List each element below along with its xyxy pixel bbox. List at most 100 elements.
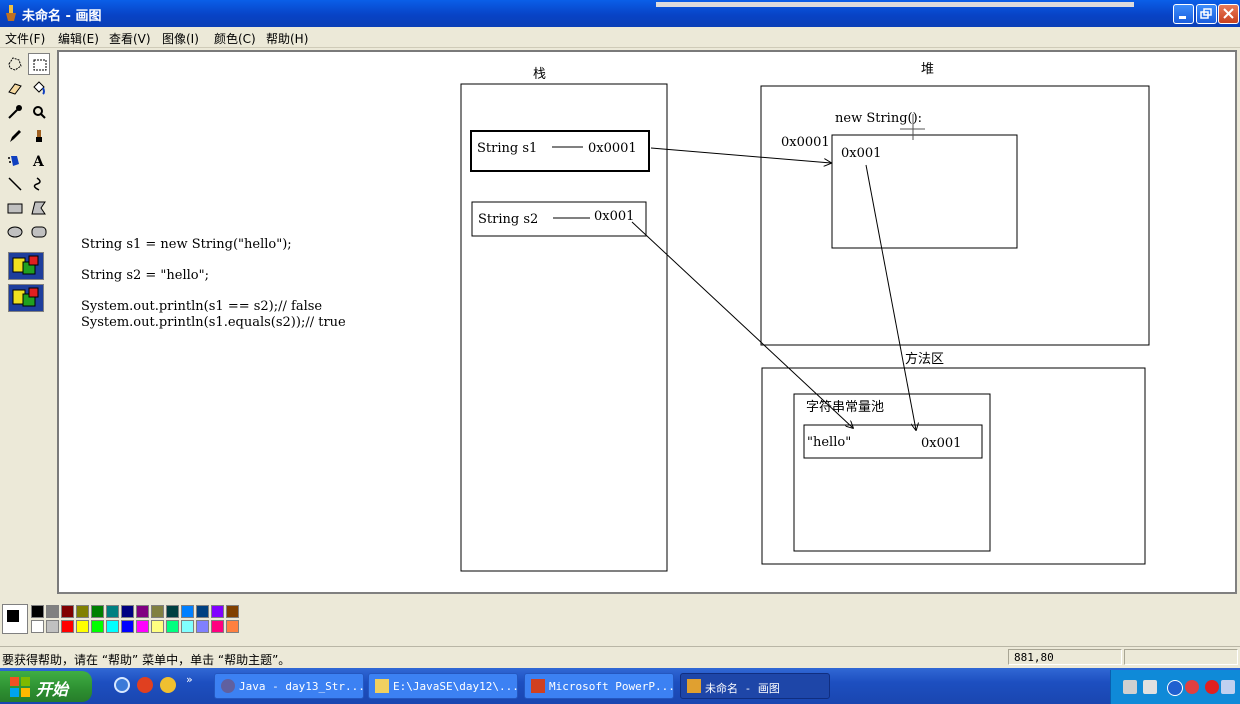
color-swatch[interactable] (61, 620, 74, 633)
tray-app-icon[interactable] (1185, 680, 1199, 694)
color-swatch[interactable] (76, 620, 89, 633)
fill-bucket-icon (33, 81, 45, 95)
tool-pencil[interactable] (4, 125, 26, 147)
tool-free-select[interactable] (4, 53, 26, 75)
tool-magnifier[interactable] (28, 101, 50, 123)
task-powerpoint[interactable]: Microsoft PowerP... (524, 673, 674, 699)
tool-rounded-rectangle[interactable] (28, 221, 50, 243)
shape-fill-style-icon (12, 255, 39, 275)
quicklaunch-more-icon[interactable]: » (186, 673, 193, 686)
show-desktop-icon[interactable] (114, 677, 130, 693)
arrow-s2-to-pool (631, 221, 853, 428)
color-swatch[interactable] (181, 605, 194, 618)
pencil-icon (10, 130, 21, 142)
heap-title: 堆 (921, 62, 934, 77)
brush-icon (36, 130, 42, 142)
color-swatch[interactable] (46, 605, 59, 618)
minimize-icon (1179, 16, 1186, 19)
window-titlebar[interactable]: 未命名 - 画图 (0, 0, 1240, 27)
start-label: 开始 (36, 680, 69, 699)
color-swatch[interactable] (211, 605, 224, 618)
menu-edit[interactable]: 编辑(E) (58, 32, 99, 46)
diagram: String s1 = new String("hello"); String … (81, 62, 1150, 572)
tool-line[interactable] (4, 173, 26, 195)
task-explorer[interactable]: E:\JavaSE\day12\... (368, 673, 518, 699)
color-swatch[interactable] (226, 620, 239, 633)
task-eclipse[interactable]: Java - day13_Str... (214, 673, 364, 699)
color-swatch[interactable] (106, 605, 119, 618)
close-button[interactable] (1218, 4, 1239, 24)
tool-polygon[interactable] (28, 197, 50, 219)
drawing-canvas[interactable]: String s1 = new String("hello"); String … (59, 52, 1235, 592)
messenger-icon[interactable] (160, 677, 176, 693)
tool-fill[interactable] (28, 77, 50, 99)
polygon-icon (31, 201, 46, 215)
color-swatch[interactable] (121, 605, 134, 618)
fill-option-filled[interactable] (8, 284, 44, 312)
foreground-color-swatch (6, 609, 20, 623)
tool-color-picker[interactable] (4, 101, 26, 123)
help-icon[interactable] (1143, 680, 1157, 694)
tool-rectangle[interactable] (4, 197, 26, 219)
tool-ellipse[interactable] (4, 221, 26, 243)
color-swatch[interactable] (196, 620, 209, 633)
stack-title: 栈 (533, 67, 546, 82)
current-colors[interactable] (2, 604, 28, 634)
menu-file[interactable]: 文件(F) (5, 32, 46, 46)
color-swatch[interactable] (121, 620, 134, 633)
tool-curve[interactable] (28, 173, 50, 195)
s1-value: 0x0001 (588, 141, 637, 156)
color-swatch[interactable] (31, 605, 44, 618)
menubar: 文件(F) 编辑(E) 查看(V) 图像(I) 颜色(C) 帮助(H) (0, 27, 1240, 48)
tray-app-icon[interactable] (1167, 680, 1183, 696)
rect-select-icon (33, 59, 47, 71)
airbrush-icon (8, 156, 19, 166)
menu-help[interactable]: 帮助(H) (266, 32, 309, 46)
keyboard-icon[interactable] (1123, 680, 1137, 694)
tool-brush[interactable] (28, 125, 50, 147)
color-swatch[interactable] (106, 620, 119, 633)
task-paint[interactable]: 未命名 - 画图 (680, 673, 830, 699)
minimize-button[interactable] (1173, 4, 1194, 24)
color-swatch[interactable] (91, 620, 104, 633)
svg-text:A: A (32, 154, 45, 168)
pool-addr: 0x001 (921, 436, 961, 451)
color-swatch[interactable] (166, 605, 179, 618)
color-swatch[interactable] (91, 605, 104, 618)
tool-airbrush[interactable] (4, 149, 26, 171)
menu-view[interactable]: 查看(V) (109, 32, 151, 46)
color-swatch[interactable] (31, 620, 44, 633)
restore-icon (1200, 8, 1212, 19)
menu-colors[interactable]: 颜色(C) (214, 32, 256, 46)
rectangle-icon (7, 203, 23, 214)
color-swatch[interactable] (61, 605, 74, 618)
color-swatch[interactable] (136, 620, 149, 633)
color-swatch[interactable] (46, 620, 59, 633)
restore-button[interactable] (1196, 4, 1217, 24)
tool-text[interactable]: A (28, 149, 50, 171)
menu-image[interactable]: 图像(I) (162, 32, 199, 46)
color-swatch[interactable] (211, 620, 224, 633)
window-title: 未命名 - 画图 (22, 9, 102, 24)
arrow-s1-to-heap (650, 147, 831, 163)
tool-eraser[interactable] (4, 77, 26, 99)
ellipse-icon (7, 226, 23, 238)
code-line-3: System.out.println(s1 == s2);// false (81, 299, 322, 314)
color-swatch[interactable] (76, 605, 89, 618)
code-line-2: String s2 = "hello"; (81, 268, 209, 283)
task-label: E:\JavaSE\day12\... (393, 680, 518, 693)
color-swatch[interactable] (196, 605, 209, 618)
color-swatch[interactable] (136, 605, 149, 618)
color-swatch[interactable] (166, 620, 179, 633)
start-button[interactable]: 开始 (0, 671, 92, 702)
tray-app-icon[interactable] (1205, 680, 1219, 694)
network-icon[interactable] (1221, 680, 1235, 694)
color-swatch[interactable] (181, 620, 194, 633)
fill-option-outline[interactable] (8, 252, 44, 280)
tool-rect-select[interactable] (28, 53, 50, 75)
color-swatch[interactable] (226, 605, 239, 618)
paint-app-icon (6, 5, 16, 21)
browser-icon[interactable] (137, 677, 153, 693)
color-swatch[interactable] (151, 605, 164, 618)
color-swatch[interactable] (151, 620, 164, 633)
